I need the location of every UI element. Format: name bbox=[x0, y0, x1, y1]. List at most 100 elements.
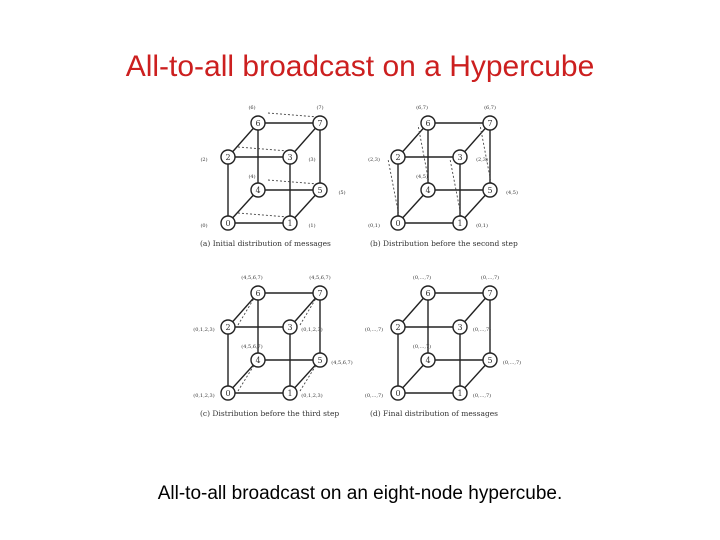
communication-arrow bbox=[449, 158, 463, 222]
message-tag: (2,3) bbox=[476, 156, 488, 163]
message-tag: (4,5,6,7) bbox=[241, 343, 262, 350]
slide-title: All-to-all broadcast on a Hypercube bbox=[125, 50, 595, 83]
message-tag: (4) bbox=[248, 173, 255, 180]
communication-arrow bbox=[237, 212, 289, 218]
node-2: 2 bbox=[390, 319, 406, 335]
node-6: 6 bbox=[250, 115, 266, 131]
node-4: 4 bbox=[420, 352, 436, 368]
message-tag: (0,...,7) bbox=[473, 392, 491, 399]
communication-arrow bbox=[387, 158, 401, 222]
message-tag: (0) bbox=[200, 222, 207, 229]
node-label: 0 bbox=[225, 219, 230, 228]
node-label: 1 bbox=[287, 389, 292, 398]
node-label: 4 bbox=[255, 356, 260, 365]
node-3: 3 bbox=[452, 149, 468, 165]
node-1: 1 bbox=[452, 385, 468, 401]
node-label: 4 bbox=[425, 186, 430, 195]
node-label: 6 bbox=[425, 119, 430, 128]
communication-arrow bbox=[479, 124, 493, 189]
communication-arrow bbox=[417, 124, 431, 189]
node-label: 2 bbox=[225, 323, 230, 332]
message-tag: (0,1,2,3) bbox=[301, 326, 322, 333]
node-label: 7 bbox=[487, 289, 492, 298]
message-tag: (0,...,7) bbox=[473, 326, 491, 333]
message-tag: (0,1,2,3) bbox=[301, 392, 322, 399]
node-7: 7 bbox=[482, 115, 498, 131]
node-label: 3 bbox=[457, 323, 462, 332]
message-tag: (2) bbox=[200, 156, 207, 163]
node-6: 6 bbox=[250, 285, 266, 301]
node-2: 2 bbox=[390, 149, 406, 165]
message-tag: (7) bbox=[316, 104, 323, 111]
node-label: 2 bbox=[225, 153, 230, 162]
node-label: 1 bbox=[457, 219, 462, 228]
node-2: 2 bbox=[220, 319, 236, 335]
node-label: 3 bbox=[457, 153, 462, 162]
node-label: 5 bbox=[487, 356, 492, 365]
node-label: 4 bbox=[425, 356, 430, 365]
node-label: 5 bbox=[317, 186, 322, 195]
node-label: 7 bbox=[487, 119, 492, 128]
message-tag: (4,5,6,7) bbox=[331, 359, 352, 366]
message-tag: (4,5,6,7) bbox=[309, 274, 330, 281]
node-4: 4 bbox=[250, 352, 266, 368]
node-5: 5 bbox=[482, 182, 498, 198]
message-tag: (6,7) bbox=[484, 104, 496, 111]
node-6: 6 bbox=[420, 285, 436, 301]
node-2: 2 bbox=[220, 149, 236, 165]
panel-a: 0(0)1(1)2(2)3(3)4(4)5(5)6(6)7(7)(a) Init… bbox=[200, 104, 346, 248]
panel-caption: (a) Initial distribution of messages bbox=[200, 239, 331, 248]
message-tag: (0,1,2,3) bbox=[193, 326, 214, 333]
node-5: 5 bbox=[482, 352, 498, 368]
node-label: 3 bbox=[287, 323, 292, 332]
message-tag: (2,3) bbox=[368, 156, 380, 163]
node-label: 1 bbox=[457, 389, 462, 398]
node-7: 7 bbox=[312, 115, 328, 131]
node-1: 1 bbox=[282, 215, 298, 231]
node-label: 5 bbox=[317, 356, 322, 365]
node-6: 6 bbox=[420, 115, 436, 131]
node-3: 3 bbox=[282, 149, 298, 165]
panel-caption: (d) Final distribution of messages bbox=[370, 409, 498, 418]
message-tag: (4,5) bbox=[416, 173, 428, 180]
slide-caption: All-to-all broadcast on an eight-node hy… bbox=[157, 483, 563, 504]
node-label: 6 bbox=[255, 119, 260, 128]
panel-d: 0 (0,...,7) 1 (0,...,7) 2 (0,...,7) 3 (0,...,7)… bbox=[365, 274, 521, 418]
communication-arrow bbox=[237, 294, 257, 326]
node-7: 7 bbox=[312, 285, 328, 301]
node-1: 1 bbox=[452, 215, 468, 231]
communication-arrow bbox=[267, 179, 319, 185]
panel-c: 0 (0,1,2,3) 1 (0,1,2,3) 2 (0,1,2,3) 3 (0,1,2,3)… bbox=[193, 274, 352, 418]
node-label: 1 bbox=[287, 219, 292, 228]
node-label: 6 bbox=[255, 289, 260, 298]
communication-arrow bbox=[299, 361, 319, 392]
message-tag: (3) bbox=[308, 156, 315, 163]
node-7: 7 bbox=[482, 285, 498, 301]
message-tag: (0,...,7) bbox=[503, 359, 521, 366]
message-tag: (0,...,7) bbox=[481, 274, 499, 281]
panel-b: 0(0,1)1(0,1)2(2,3)3(2,3)4(4,5)5(4,5)6(6,… bbox=[368, 104, 518, 248]
node-label: 0 bbox=[395, 219, 400, 228]
node-label: 7 bbox=[317, 289, 322, 298]
node-label: 6 bbox=[425, 289, 430, 298]
node-label: 7 bbox=[317, 119, 322, 128]
node-5: 5 bbox=[312, 182, 328, 198]
node-label: 5 bbox=[487, 186, 492, 195]
message-tag: (5) bbox=[338, 189, 345, 196]
node-label: 3 bbox=[287, 153, 292, 162]
node-label: 4 bbox=[255, 186, 260, 195]
node-0: 0 bbox=[390, 215, 406, 231]
node-0: 0 bbox=[220, 385, 236, 401]
communication-arrow bbox=[237, 146, 289, 152]
node-label: 2 bbox=[395, 323, 400, 332]
node-3: 3 bbox=[452, 319, 468, 335]
node-5: 5 bbox=[312, 352, 328, 368]
communication-arrow bbox=[267, 112, 319, 118]
message-tag: (6,7) bbox=[416, 104, 428, 111]
message-tag: (0,1,2,3) bbox=[193, 392, 214, 399]
node-0: 0 bbox=[390, 385, 406, 401]
message-tag: (0,...,7) bbox=[365, 326, 383, 333]
communication-arrow bbox=[237, 361, 257, 392]
message-tag: (0,...,7) bbox=[365, 392, 383, 399]
